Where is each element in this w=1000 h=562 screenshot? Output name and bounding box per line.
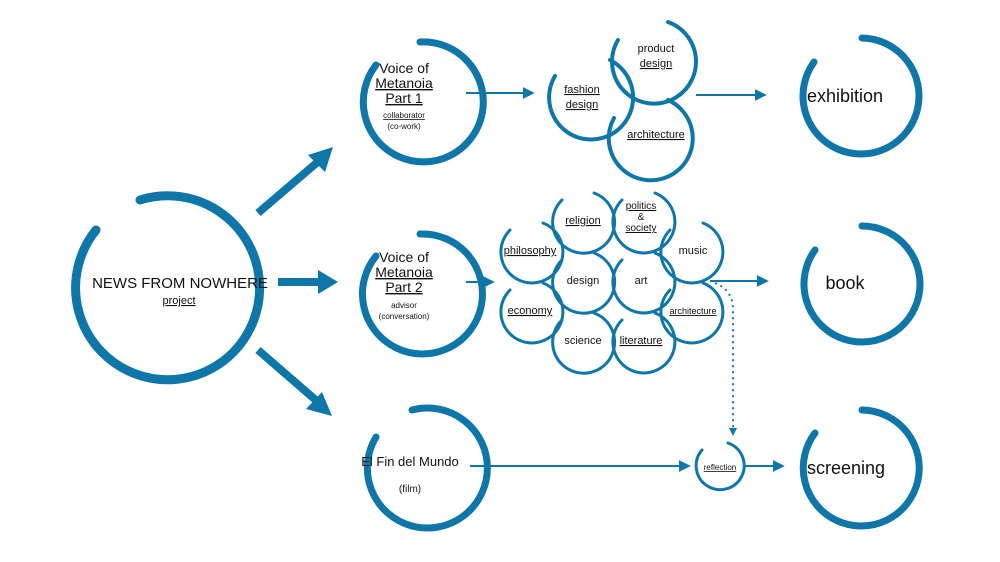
topic-music: music <box>679 245 708 257</box>
branch1-line3: Part 1 <box>385 90 423 106</box>
branch1-cluster: fashion design product design architectu… <box>547 20 698 183</box>
book-node: book <box>800 222 924 346</box>
arrow-head-up <box>308 147 333 172</box>
fashion-design-circle <box>547 58 636 142</box>
branch1-node: Voice of Metanoia Part 1 collaborator (c… <box>359 38 487 166</box>
topic-architecture: architecture <box>669 306 716 316</box>
branch1-role: collaborator <box>383 111 425 120</box>
branch1-circle <box>359 38 487 166</box>
branch2-role-note: (conversation) <box>379 312 430 321</box>
cluster-fashion-design: design <box>566 99 598 111</box>
cluster-product-design: design <box>640 58 672 70</box>
art-circle <box>611 251 677 315</box>
branch2-line1: Voice of <box>379 249 429 265</box>
branch3-circle <box>363 404 491 532</box>
literature-circle <box>611 311 677 375</box>
root-node: NEWS FROM NOWHERE project <box>71 191 268 385</box>
branch1-line1: Voice of <box>379 60 429 76</box>
exhibition-circle <box>799 34 923 158</box>
branch3-title: El Fin del Mundo <box>361 454 459 469</box>
reflection-circle <box>694 441 746 492</box>
architecture-circle <box>606 98 695 183</box>
branch2-cluster <box>499 191 725 375</box>
architecture2-circle <box>659 281 725 345</box>
exhibition-label: exhibition <box>807 86 883 106</box>
music-circle <box>659 221 725 285</box>
topic-and: & <box>638 212 645 223</box>
topic-society: society <box>625 223 656 234</box>
screening-label: screening <box>807 458 885 478</box>
dotted-arrow-to-reflection <box>714 282 737 436</box>
screening-node: screening <box>799 406 923 530</box>
branch2-circle <box>359 230 486 358</box>
topic-philosophy: philosophy <box>504 245 557 257</box>
topic-economy: economy <box>508 305 553 317</box>
root-title: NEWS FROM NOWHERE <box>92 275 268 292</box>
root-arrows <box>255 147 338 416</box>
topic-religion: religion <box>565 215 600 227</box>
philosophy-circle <box>499 221 565 285</box>
topic-design: design <box>567 275 599 287</box>
cluster-fashion: fashion <box>564 84 599 96</box>
cluster-product: product <box>638 43 675 55</box>
branch2-line3: Part 2 <box>385 279 423 295</box>
arrow-head-down <box>306 392 332 416</box>
arrow-head-mid <box>318 270 338 294</box>
screening-circle <box>799 406 923 530</box>
branch1-role-note: (co-work) <box>387 122 421 131</box>
root-subtitle: project <box>162 295 195 307</box>
branch2-topic-labels: religion politics & society philosophy m… <box>504 201 717 347</box>
branch2-role: advisor <box>391 301 417 310</box>
exhibition-node: exhibition <box>799 34 923 158</box>
science-circle <box>551 311 617 375</box>
root-circle <box>71 191 265 385</box>
topic-art: art <box>635 275 648 287</box>
design-circle <box>551 251 617 315</box>
branch3-note: (film) <box>399 484 421 495</box>
branch2-line2: Metanoia <box>375 264 433 280</box>
politics-circle <box>611 191 677 255</box>
economy-circle <box>499 281 565 345</box>
branch3-node: El Fin del Mundo (film) <box>361 404 491 532</box>
religion-circle <box>551 191 617 255</box>
reflection-node: reflection <box>694 441 746 492</box>
topic-science: science <box>564 335 601 347</box>
branch2-node: Voice of Metanoia Part 2 advisor (conver… <box>359 230 486 358</box>
reflection-label: reflection <box>704 463 736 472</box>
book-circle <box>800 222 924 346</box>
book-label: book <box>825 273 865 293</box>
cluster-architecture: architecture <box>627 129 684 141</box>
branch1-line2: Metanoia <box>375 75 433 91</box>
topic-literature: literature <box>620 335 663 347</box>
topic-politics: politics <box>626 201 657 212</box>
